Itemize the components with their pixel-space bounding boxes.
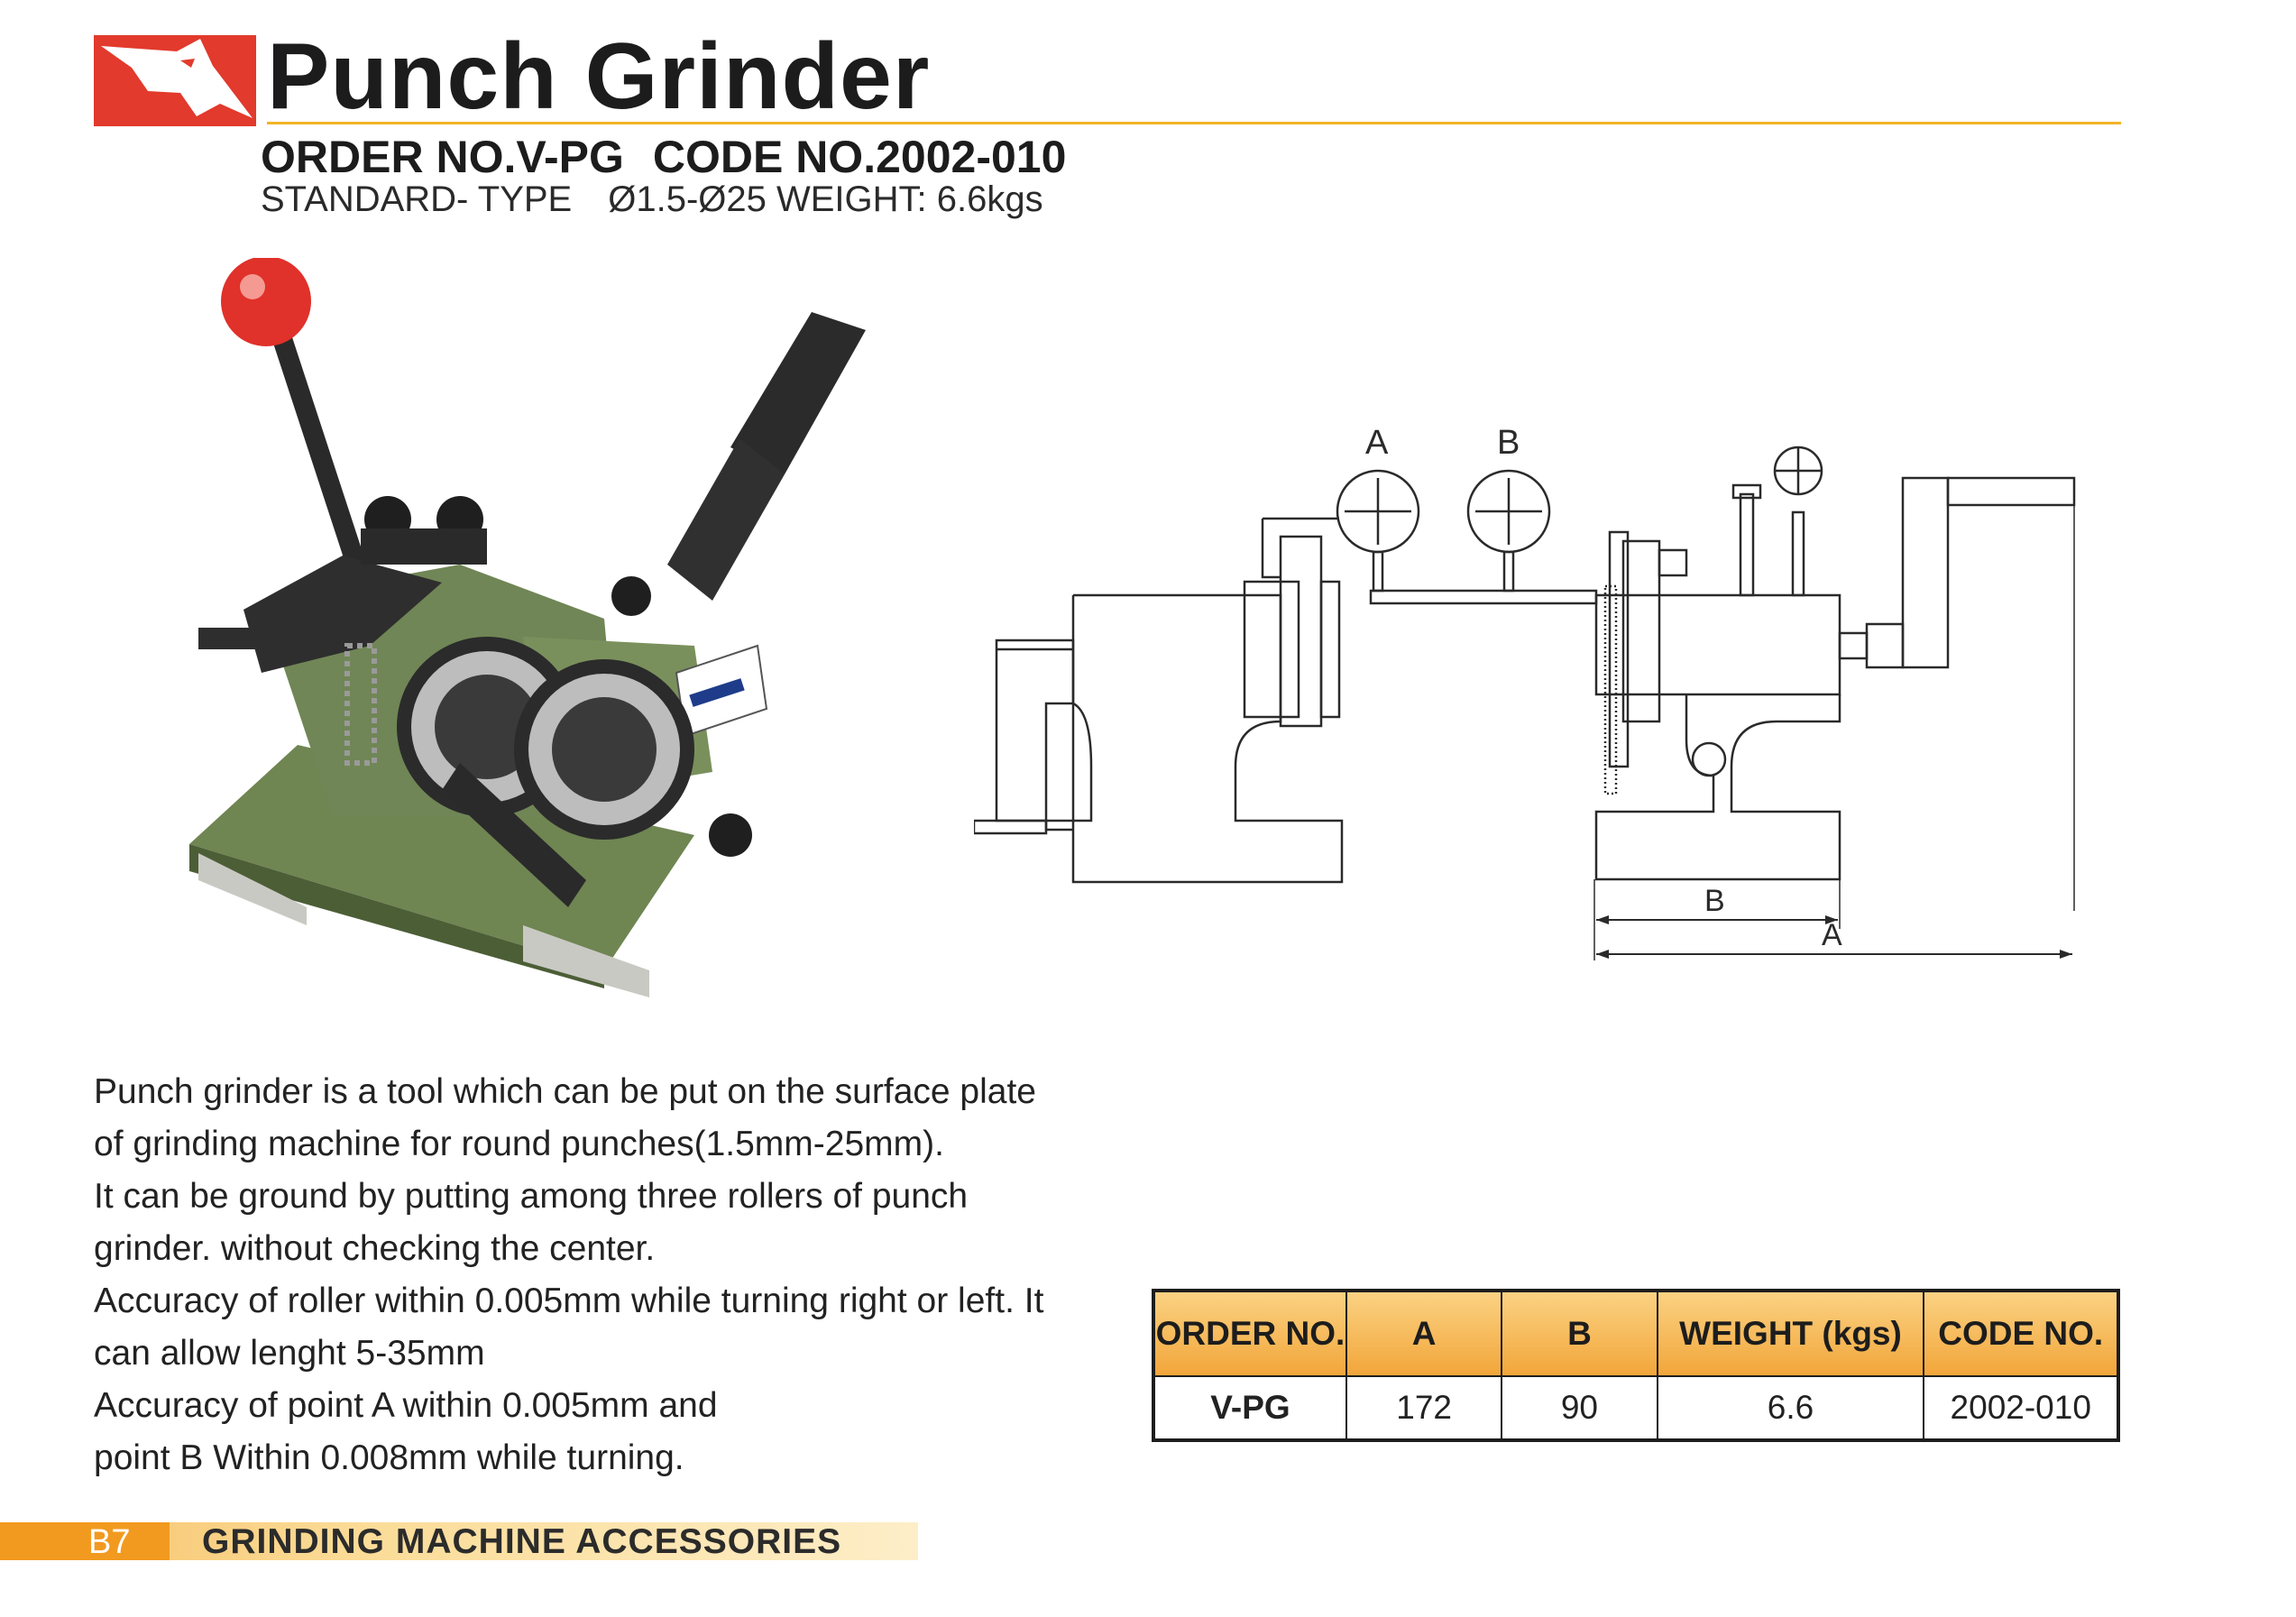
title-underline — [267, 122, 2121, 124]
column-header: CODE NO. — [1923, 1290, 2119, 1377]
dimension-a-label: A — [1822, 918, 1842, 952]
technical-drawing: A B B A — [972, 424, 2101, 965]
dial-a-label: A — [1365, 424, 1389, 462]
table-header-row: ORDER NO. A B WEIGHT (kgs) CODE NO. — [1153, 1290, 2119, 1377]
column-header: WEIGHT (kgs) — [1656, 1290, 1925, 1377]
description-line: point B Within 0.008mm while turning. — [94, 1438, 684, 1477]
brand-logo — [94, 35, 256, 126]
spec-text: Ø1.5-Ø25 WEIGHT: 6.6kgs — [608, 179, 1043, 219]
description-line: Punch grinder is a tool which can be put… — [94, 1072, 1036, 1111]
description-line: Accuracy of roller within 0.005mm while … — [94, 1282, 1044, 1320]
table-cell: V-PG — [1153, 1375, 1347, 1441]
page-title: Punch Grinder — [267, 24, 931, 129]
description: Punch grinder is a tool which can be put… — [94, 1066, 1131, 1484]
page-number-tab — [0, 1522, 170, 1560]
spec-table: ORDER NO. A B WEIGHT (kgs) CODE NO. V-PG… — [1152, 1289, 2120, 1442]
description-line: can allow lenght 5-35mm — [94, 1334, 485, 1373]
table-cell: 2002-010 — [1923, 1375, 2119, 1441]
spec-line: STANDARD- TYPE Ø1.5-Ø25 WEIGHT: 6.6kgs — [261, 179, 1043, 220]
description-line: Accuracy of point A within 0.005mm and — [94, 1386, 718, 1425]
order-number: ORDER NO.V-PG — [261, 132, 624, 182]
table-cell: 90 — [1501, 1375, 1658, 1441]
section-title: GRINDING MACHINE ACCESSORIES — [202, 1522, 842, 1561]
type-label: STANDARD- TYPE — [261, 179, 573, 219]
code-number: CODE NO.2002-010 — [652, 132, 1067, 182]
column-header: B — [1501, 1290, 1658, 1377]
order-line: ORDER NO.V-PG CODE NO.2002-010 — [261, 131, 1066, 183]
column-header: ORDER NO. — [1153, 1290, 1347, 1377]
description-line: It can be ground by putting among three … — [94, 1177, 969, 1216]
description-line: of grinding machine for round punches(1.… — [94, 1125, 944, 1163]
table-cell: 172 — [1345, 1375, 1503, 1441]
page-number: B7 — [88, 1523, 131, 1561]
dimension-b-label: B — [1704, 884, 1725, 918]
product-photo — [189, 256, 911, 1024]
table-row: V-PG 172 90 6.6 2002-010 — [1153, 1375, 2119, 1441]
column-header: A — [1345, 1290, 1503, 1377]
table-cell: 6.6 — [1656, 1375, 1925, 1441]
description-line: grinder. without checking the center. — [94, 1229, 656, 1268]
dial-b-label: B — [1497, 424, 1520, 462]
